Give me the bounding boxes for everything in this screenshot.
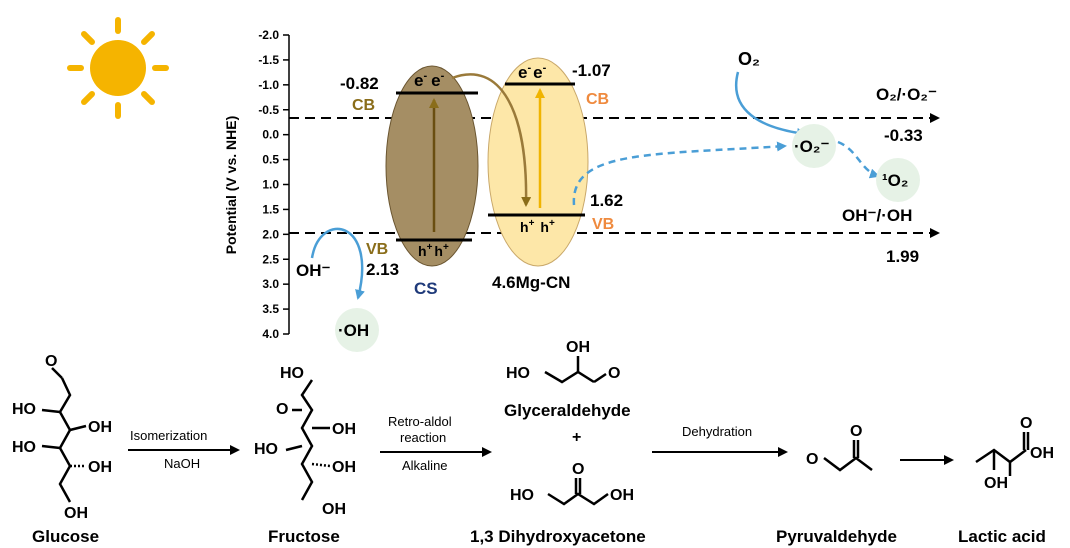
lactic-acid-structure <box>975 432 1030 476</box>
dihydroxyacetone-ho: HO <box>510 487 534 504</box>
plus-sign: + <box>572 429 581 446</box>
isomerization-label: Isomerization <box>130 428 207 443</box>
axis-tick-label: 0.5 <box>262 153 279 167</box>
lactic-acid-oh-1: OH <box>1030 445 1054 462</box>
lactic-acid-name: Lactic acid <box>958 527 1046 546</box>
glucose-ho-1: HO <box>12 401 36 418</box>
glucose-oh-3: OH <box>64 505 88 522</box>
mgcn-vb-label: VB <box>592 216 614 233</box>
mgcn-vb-value: 1.62 <box>590 191 623 210</box>
mgcn-holes: h+h+ <box>520 218 555 235</box>
axis-tick-label: 1.5 <box>262 202 279 216</box>
oh-couple-potential: 1.99 <box>886 247 919 266</box>
retro-aldol-label-2: reaction <box>400 430 446 445</box>
oh-couple-label: OH⁻/·OH <box>842 206 912 225</box>
pyruvaldehyde-name: Pyruvaldehyde <box>776 527 897 546</box>
axis-tick-label: -2.0 <box>258 28 279 42</box>
axis-tick-label: 2.0 <box>262 227 279 241</box>
fructose-oh-2: OH <box>332 459 356 476</box>
glucose-oh-1: OH <box>88 419 112 436</box>
hydroxide-species: OH⁻ <box>296 261 331 280</box>
superoxide-bubble <box>792 124 836 168</box>
isomerization-condition: NaOH <box>164 456 200 471</box>
lactic-acid-oh-2: OH <box>984 475 1008 492</box>
fructose-ho-2: HO <box>254 441 278 458</box>
singlet-o2-species: ¹O₂ <box>882 171 908 190</box>
axis-tick-label: -1.5 <box>258 53 279 67</box>
retro-aldol-label-1: Retro-aldol <box>388 414 452 429</box>
glyceraldehyde-oh: OH <box>566 339 590 356</box>
glucose-name: Glucose <box>32 527 99 546</box>
superoxide-to-singlet-arrow <box>837 140 880 179</box>
cs-holes: h+h+ <box>418 242 449 259</box>
cs-cb-label: CB <box>352 97 375 114</box>
lactic-acid-o: O <box>1020 415 1032 432</box>
pyruvaldehyde-o-2: O <box>850 423 862 440</box>
glyceraldehyde-structure <box>544 356 607 384</box>
glucose-oh-2: OH <box>88 459 112 476</box>
cs-electrons: e-e- <box>414 70 445 90</box>
axis-ticks: -2.0 -1.5 -1.0 -0.5 0.0 0.5 1.0 1.5 2.0 2.5 3.0 3.5… <box>258 28 289 341</box>
mgcn-cb-value: -1.07 <box>572 61 611 80</box>
retro-aldol-condition: Alkaline <box>402 458 448 473</box>
hydroxyl-radical-bubble <box>335 308 379 352</box>
superoxide-species: ·O₂⁻ <box>794 137 829 156</box>
dihydroxyacetone-name: 1,3 Dihydroxyacetone <box>470 527 646 546</box>
pyruvaldehyde-structure <box>823 440 873 472</box>
o2-couple-label: O₂/·O₂⁻ <box>876 85 937 104</box>
dihydroxyacetone-structure <box>547 478 609 506</box>
fructose-structure <box>285 379 331 501</box>
cs-name: CS <box>414 279 438 298</box>
cs-vb-label: VB <box>366 241 388 258</box>
mgcn-electrons: e-e- <box>518 62 547 82</box>
hole-to-superoxide-arrow <box>572 141 787 206</box>
o2-species: O₂ <box>738 49 760 69</box>
glucose-o: O <box>45 353 57 370</box>
potential-axis: -2.0 -1.5 -1.0 -0.5 0.0 0.5 1.0 1.5 2.0 2.5 3.0 3.5… <box>223 28 290 341</box>
glyceraldehyde-ho: HO <box>506 365 530 382</box>
dehydration-label: Dehydration <box>682 424 752 439</box>
axis-label: Potential (V vs. NHE) <box>223 116 239 254</box>
glucose-ho-2: HO <box>12 439 36 456</box>
axis-tick-label: 0.0 <box>262 128 279 142</box>
hydroxide-oxidation-arrow <box>310 227 365 300</box>
mgcn-name: 4.6Mg-CN <box>492 273 570 292</box>
mgcn-cb-label: CB <box>586 91 609 108</box>
glyceraldehyde-o: O <box>608 365 620 382</box>
sun-icon <box>67 17 169 119</box>
fructose-ho-1: HO <box>280 365 304 382</box>
hydroxyl-radical-species: ·OH <box>338 321 369 340</box>
fructose-o: O <box>276 401 288 418</box>
electron-transfer-arrow <box>451 73 532 207</box>
o2-couple-potential: -0.33 <box>884 126 923 145</box>
o2-reduction-arrow <box>735 71 807 138</box>
axis-tick-label: 1.0 <box>262 178 279 192</box>
fructose-oh-3: OH <box>322 501 346 518</box>
dihydroxyacetone-oh: OH <box>610 487 634 504</box>
dihydroxyacetone-o: O <box>572 461 584 478</box>
axis-tick-label: 4.0 <box>262 327 279 341</box>
axis-tick-label: -1.0 <box>258 78 279 92</box>
axis-tick-label: 3.0 <box>262 277 279 291</box>
glucose-structure <box>41 367 87 503</box>
axis-tick-label: 2.5 <box>262 252 279 266</box>
axis-tick-label: -0.5 <box>258 103 279 117</box>
singlet-o2-bubble <box>876 158 920 202</box>
cs-cb-value: -0.82 <box>340 74 379 93</box>
glyceraldehyde-name: Glyceraldehyde <box>504 401 631 420</box>
mgcn-band-ellipse <box>487 57 589 267</box>
cs-vb-value: 2.13 <box>366 260 399 279</box>
axis-tick-label: 3.5 <box>262 302 279 316</box>
fructose-oh-1: OH <box>332 421 356 438</box>
pyruvaldehyde-o-1: O <box>806 451 818 468</box>
fructose-name: Fructose <box>268 527 340 546</box>
cs-band-ellipse <box>385 65 479 267</box>
